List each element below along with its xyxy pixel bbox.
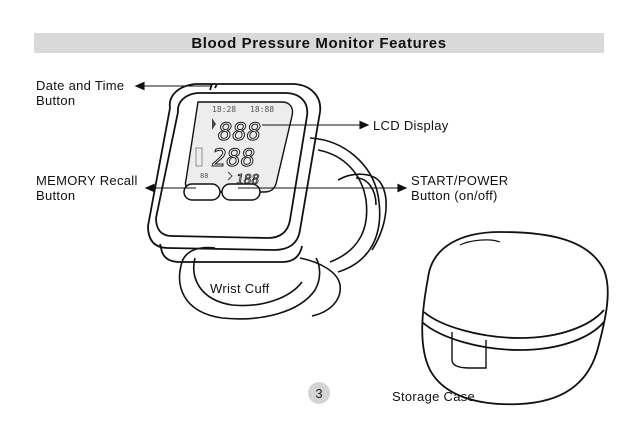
- lcd-label: LCD Display: [373, 118, 449, 133]
- start-power-label: START/POWER Button (on/off): [411, 173, 509, 203]
- storage-case-label: Storage Case: [392, 389, 476, 404]
- wrist-cuff-label: Wrist Cuff: [210, 281, 270, 296]
- page-title: Blood Pressure Monitor Features: [191, 34, 447, 52]
- page-number-badge: 3: [308, 382, 330, 404]
- lcd-time-right: 18:88: [250, 105, 274, 114]
- lcd-systolic: 888: [218, 118, 261, 146]
- wrist-cuff: [178, 137, 387, 320]
- callout-lines: [134, 81, 408, 193]
- memory-recall-button[interactable]: [183, 183, 221, 201]
- lcd-time-left: 18:28: [212, 105, 236, 114]
- lcd-memory-bar: [195, 147, 203, 167]
- storage-case: [421, 231, 609, 406]
- arrow-right-icon: [359, 120, 370, 130]
- title-bar: Blood Pressure Monitor Features: [34, 33, 604, 53]
- memory-label: MEMORY Recall Button: [36, 173, 138, 203]
- arrow-up-icon: [212, 118, 216, 130]
- heart-icon: [227, 171, 233, 181]
- date-time-label: Date and Time Button: [36, 78, 125, 108]
- arrow-left-icon: [144, 183, 155, 193]
- lcd-diastolic: 288: [212, 144, 255, 172]
- arrow-right-icon: [397, 183, 408, 193]
- lcd-small-left: 88: [200, 172, 208, 180]
- page-number: 3: [315, 385, 323, 401]
- start-power-button[interactable]: [221, 183, 261, 201]
- lcd-display: 18:28 18:88 888 288 88 188: [184, 101, 294, 193]
- arrow-left-icon: [134, 81, 145, 91]
